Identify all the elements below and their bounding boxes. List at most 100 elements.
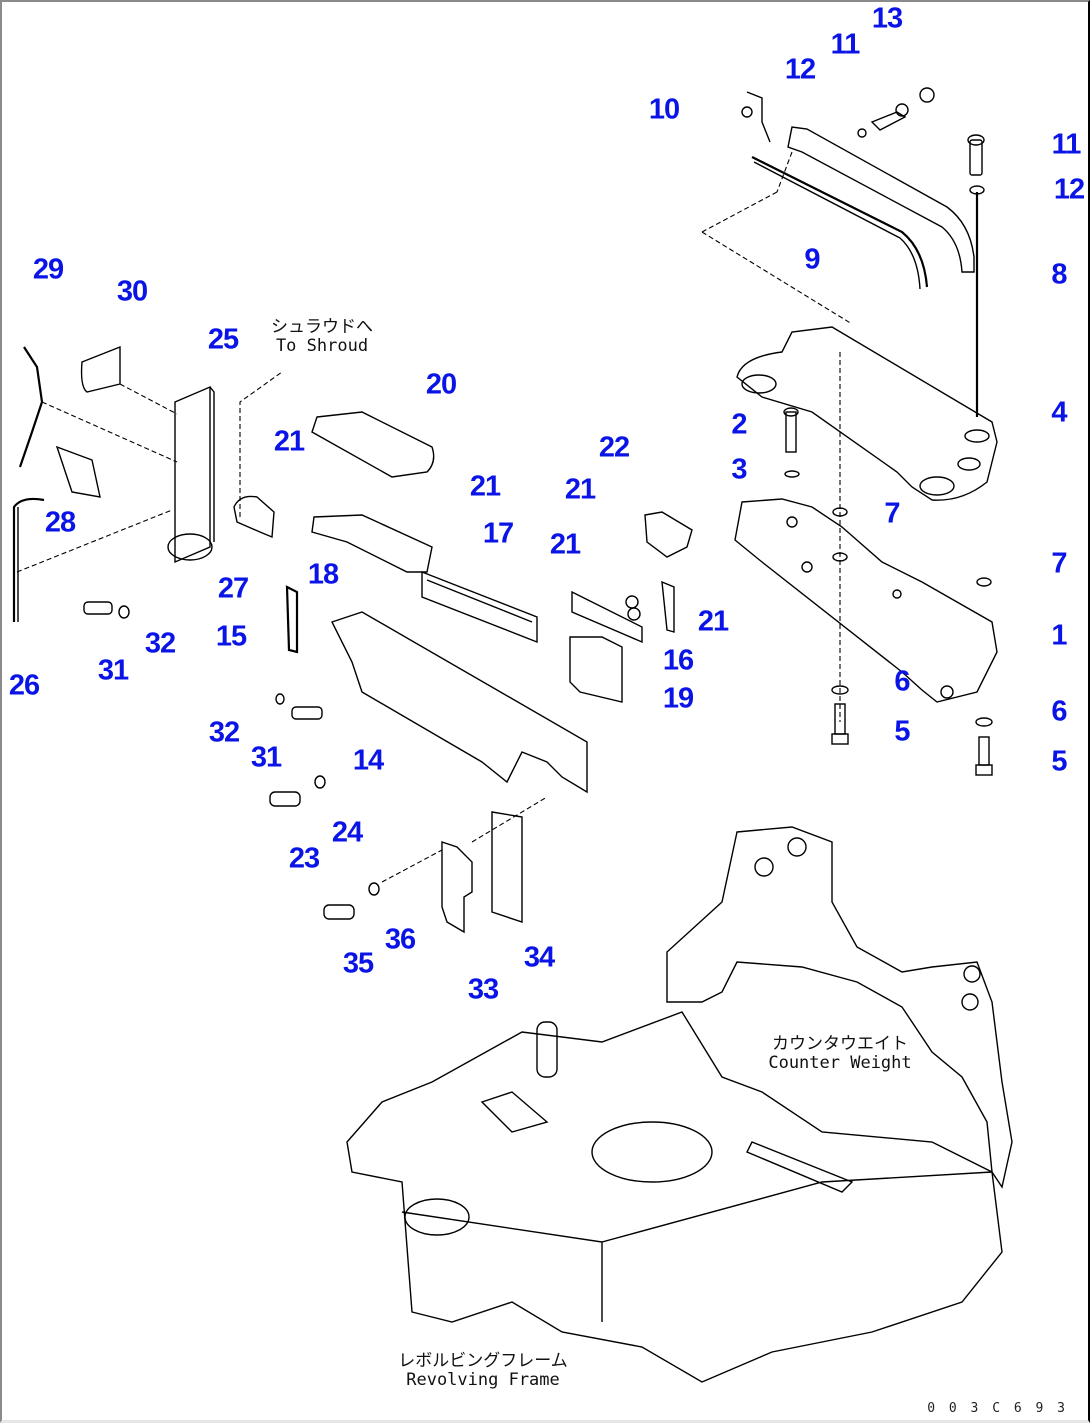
counter-weight-en: Counter Weight <box>768 1053 912 1073</box>
callout-10[interactable]: 10 <box>648 93 680 126</box>
callout-5[interactable]: 5 <box>1051 745 1067 778</box>
to-shroud-note: シュラウドへ To Shroud <box>271 318 373 356</box>
callout-16[interactable]: 16 <box>662 644 694 677</box>
callout-4[interactable]: 4 <box>1051 396 1067 429</box>
counter-weight <box>666 826 1013 1189</box>
washer-part-36 <box>368 882 380 896</box>
callout-32[interactable]: 32 <box>208 716 240 749</box>
bolt-part-5-left <box>831 703 849 745</box>
callout-7[interactable]: 7 <box>1051 547 1067 580</box>
callout-20[interactable]: 20 <box>425 368 457 401</box>
pad-part-20 <box>311 411 435 478</box>
callout-21[interactable]: 21 <box>273 425 305 458</box>
bolt-part-11-right <box>967 134 985 176</box>
washer-part-24 <box>314 775 326 789</box>
reference-code: 0 0 3 C 6 9 3 <box>927 1401 1068 1416</box>
callout-12[interactable]: 12 <box>1053 173 1085 206</box>
callout-15[interactable]: 15 <box>215 620 247 653</box>
callout-36[interactable]: 36 <box>384 923 416 956</box>
counter-weight-jp: カウンタウエイト <box>771 1034 908 1054</box>
bar-part-17 <box>421 570 538 644</box>
bolt-part-11-upper <box>870 103 909 131</box>
callout-3[interactable]: 3 <box>731 453 747 486</box>
washer-part-12-upper <box>857 128 867 138</box>
callout-33[interactable]: 33 <box>467 973 499 1006</box>
bolt-part-5-right <box>975 736 993 776</box>
bolt-part-31-left <box>83 601 113 615</box>
callout-30[interactable]: 30 <box>116 275 148 308</box>
callout-31[interactable]: 31 <box>250 741 282 774</box>
callout-29[interactable]: 29 <box>32 253 64 286</box>
callout-2[interactable]: 2 <box>731 408 747 441</box>
callout-6[interactable]: 6 <box>894 665 910 698</box>
plate-part-19 <box>569 636 623 703</box>
bracket-part-4 <box>736 326 998 501</box>
callout-18[interactable]: 18 <box>307 558 339 591</box>
callout-12[interactable]: 12 <box>784 53 816 86</box>
cover-part-8 <box>701 126 975 325</box>
callout-27[interactable]: 27 <box>217 572 249 605</box>
rod-part-26 <box>12 497 45 622</box>
callout-21[interactable]: 21 <box>697 605 729 638</box>
washer-part-6-right <box>975 717 993 727</box>
callout-11[interactable]: 11 <box>1051 128 1082 161</box>
plate-part-16 <box>571 590 643 644</box>
revolving-frame-label: レボルビングフレーム Revolving Frame <box>398 1352 568 1390</box>
callout-34[interactable]: 34 <box>523 941 555 974</box>
strap-part-15 <box>285 585 299 654</box>
washer-part-32-center <box>275 693 285 705</box>
revolving-frame <box>346 1011 1003 1383</box>
bracket-part-34 <box>491 811 523 923</box>
callout-25[interactable]: 25 <box>207 323 239 356</box>
cap-part-13 <box>919 87 935 103</box>
callout-31[interactable]: 31 <box>97 654 129 687</box>
callout-21[interactable]: 21 <box>469 470 501 503</box>
bracket-part-10 <box>741 91 771 143</box>
callout-13[interactable]: 13 <box>871 2 903 35</box>
bolt-part-35 <box>323 904 355 920</box>
callout-32[interactable]: 32 <box>144 627 176 660</box>
callout-5[interactable]: 5 <box>894 715 910 748</box>
callout-6[interactable]: 6 <box>1051 695 1067 728</box>
bolt-part-23 <box>269 791 301 807</box>
callout-1[interactable]: 1 <box>1051 619 1067 652</box>
callout-26[interactable]: 26 <box>8 669 40 702</box>
callout-22[interactable]: 22 <box>598 431 630 464</box>
lower-leaders <box>381 796 548 883</box>
callout-35[interactable]: 35 <box>342 947 374 980</box>
callout-19[interactable]: 19 <box>662 682 694 715</box>
callout-21[interactable]: 21 <box>564 473 596 506</box>
callout-28[interactable]: 28 <box>44 506 76 539</box>
bracket-part-21-right <box>661 580 675 633</box>
bolt-part-31-center <box>291 706 323 720</box>
bracket-part-33 <box>441 841 473 934</box>
guard-part-28 <box>55 445 101 498</box>
callout-23[interactable]: 23 <box>288 842 320 875</box>
callout-11[interactable]: 11 <box>830 28 861 61</box>
guard-part-27 <box>233 495 275 539</box>
cover-part-22 <box>644 511 693 558</box>
bracket-part-1 <box>734 498 998 703</box>
callout-8[interactable]: 8 <box>1051 258 1067 291</box>
counter-weight-label: カウンタウエイト Counter Weight <box>768 1035 911 1073</box>
revolving-frame-en: Revolving Frame <box>406 1370 560 1390</box>
seal-part-9 <box>751 156 929 290</box>
bolt-part-2 <box>783 407 799 453</box>
plate-part-25 <box>167 385 215 564</box>
callout-14[interactable]: 14 <box>352 744 384 777</box>
callout-17[interactable]: 17 <box>482 517 514 550</box>
callout-9[interactable]: 9 <box>804 243 820 276</box>
to-shroud-jp: シュラウドへ <box>271 317 373 337</box>
callout-7[interactable]: 7 <box>884 497 900 530</box>
washer-part-32-left <box>118 605 130 619</box>
callout-24[interactable]: 24 <box>331 816 363 849</box>
revolving-frame-jp: レボルビングフレーム <box>398 1351 568 1371</box>
washer-part-7-right <box>976 577 992 587</box>
callout-21[interactable]: 21 <box>549 528 581 561</box>
washer-part-6-left <box>831 685 849 695</box>
to-shroud-en: To Shroud <box>275 336 369 356</box>
washer-part-3 <box>784 470 800 478</box>
plate-part-14 <box>331 611 588 794</box>
